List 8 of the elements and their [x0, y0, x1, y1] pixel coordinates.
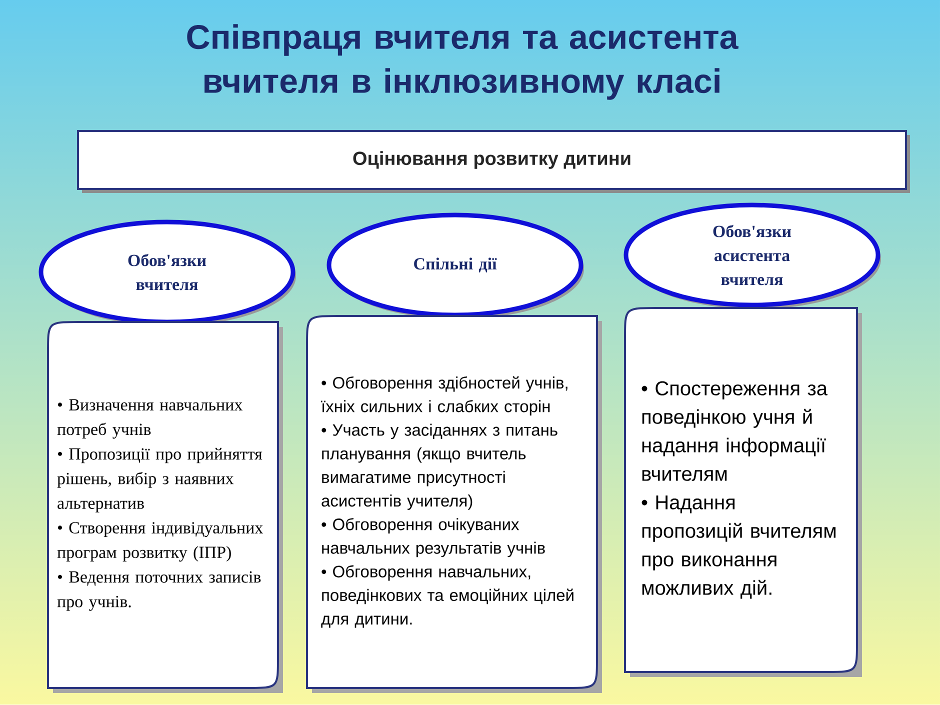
oval: Обов'язки вчителя	[38, 220, 296, 326]
oval: Обов'язки асистента вчителя	[624, 202, 881, 309]
title: Співпраця вчителя та асистента вчителя в інклюзивному класі	[187, 24, 738, 100]
oval: Спільні дії	[326, 212, 584, 319]
text-card: • Обговорення здібностей учнів, їхніх сильних і слабких сторін • Участь у засіданнях з питань планування (якщо вчитель вимагатиме присутності асистентів учителя) • Обговорення очікуваних навчальних результатів учнів • Обговорення навчальних, поведінкових та емоційних цілей для дитини.	[306, 315, 602, 693]
heading-banner: Оцінювання розвитку дитини	[77, 130, 910, 193]
text-card: • Спостереження за поведінкою учня й надання інформації вчителям • Надання пропозицій вчителям про виконання можливих дій.	[624, 307, 862, 677]
text-card: • Визначення навчальних потреб учнів • Пропозиції про прийняття рішень, вибір з наявних альтернатив • Створення індивідуальних програм розвитку (ІПР) • Ведення поточних записів про учнів.	[47, 321, 283, 693]
